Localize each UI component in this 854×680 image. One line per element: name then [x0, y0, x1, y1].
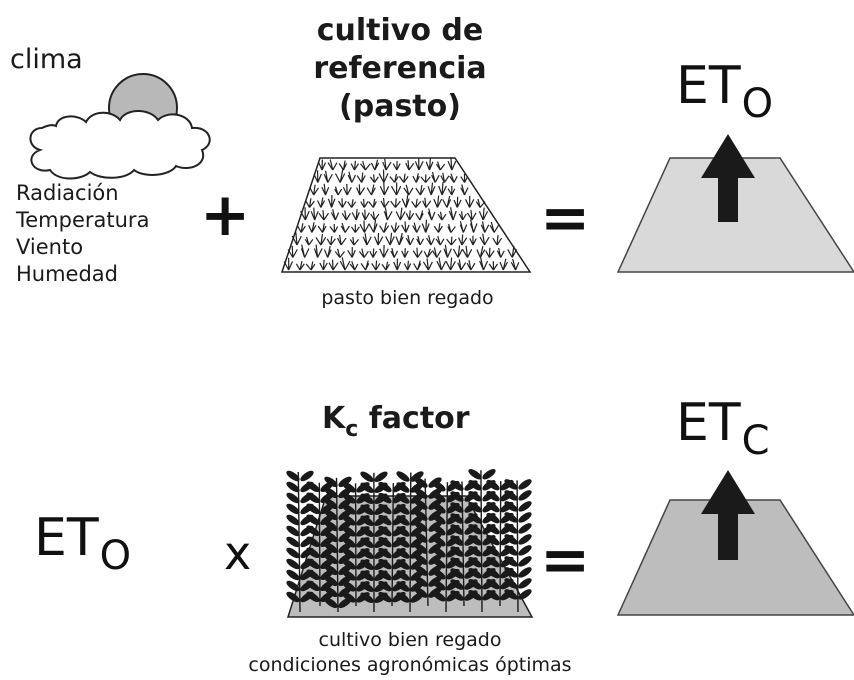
- crop-caption-line-2: condiciones agronómicas óptimas: [248, 654, 572, 676]
- climate-factor-radiation: Radiación: [16, 181, 119, 205]
- kc-factor-title: Kc factor: [322, 400, 470, 442]
- reference-title-line-2: referencia: [313, 51, 487, 86]
- climate-factor-temperature: Temperatura: [16, 208, 150, 232]
- kc-main: K: [322, 401, 346, 436]
- etc-result-sub: C: [741, 418, 770, 464]
- climate-factor-wind: Viento: [16, 235, 84, 259]
- equals-operator-1: =: [540, 183, 591, 253]
- reference-crop-title: cultivo de referencia (pasto): [300, 12, 500, 126]
- equals-operator-2: =: [540, 525, 591, 595]
- eto-input-label: ETO: [34, 508, 131, 579]
- crop-field-illustration: [286, 468, 534, 618]
- cloud-sun-icon: [29, 73, 211, 180]
- eto-result-main: ET: [676, 56, 741, 116]
- crop-caption-line-1: cultivo bien regado: [318, 629, 502, 651]
- eto-result-label: ETO: [676, 56, 773, 127]
- arrow-up-icon: [701, 470, 755, 560]
- kc-sub: c: [345, 417, 359, 442]
- reference-title-line-3: (pasto): [339, 89, 461, 124]
- etc-result-label: ETC: [676, 393, 770, 464]
- kc-rest: factor: [358, 401, 470, 436]
- climate-factor-humidity: Humedad: [16, 262, 119, 286]
- grass-field-illustration: [280, 157, 532, 273]
- eto-input-sub: O: [99, 533, 132, 579]
- climate-title: clima: [10, 44, 83, 75]
- times-operator: x: [224, 526, 252, 580]
- etc-result-main: ET: [676, 393, 741, 453]
- reference-title-line-1: cultivo de: [316, 13, 484, 48]
- reference-caption: pasto bien regado: [321, 287, 494, 309]
- eto-result-sub: O: [741, 81, 774, 127]
- climate-factors-list: Radiación Temperatura Viento Humedad: [16, 180, 149, 288]
- plus-operator: +: [200, 180, 251, 250]
- crop-caption: cultivo bien regado condiciones agronómi…: [210, 628, 610, 678]
- eto-input-main: ET: [34, 508, 99, 568]
- arrow-up-icon: [701, 134, 755, 222]
